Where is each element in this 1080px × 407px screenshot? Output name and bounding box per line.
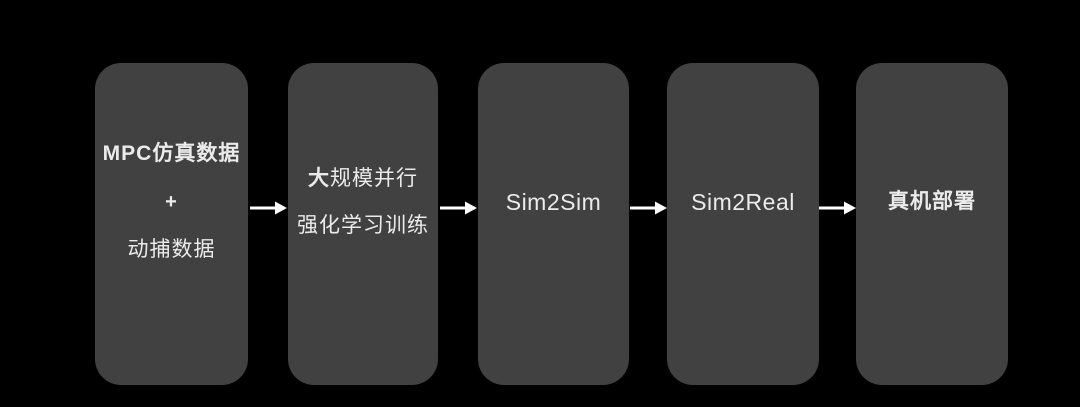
flow-node-training-data: MPC仿真数据 + 动捕数据 [95, 63, 248, 385]
node-content: Sim2Real [667, 63, 819, 385]
node-label-real-robot-deployment: 真机部署 [888, 190, 976, 213]
node-line-mocap-data: 动捕数据 [127, 238, 216, 261]
plus-sign: + [165, 191, 178, 213]
rest-text: 规模并行 [330, 167, 418, 190]
node-line-rl-training: 强化学习训练 [297, 214, 429, 237]
node-content: Sim2Sim [478, 63, 629, 385]
node-line-mpc-sim-data: MPC仿真数据 [102, 142, 241, 165]
flow-node-real-robot-deployment: 真机部署 [856, 63, 1008, 385]
node-content: 真机部署 [856, 63, 1008, 385]
node-label-sim2real: Sim2Real [691, 189, 795, 215]
node-label-sim2sim: Sim2Sim [505, 189, 602, 215]
flow-node-sim2sim: Sim2Sim [478, 63, 629, 385]
node-content: 大规模并行 强化学习训练 [288, 63, 438, 385]
flow-arrow-icon [249, 200, 287, 216]
flow-arrow-icon [629, 200, 667, 216]
flow-arrow-icon [439, 200, 477, 216]
flow-node-sim2real: Sim2Real [667, 63, 819, 385]
flow-node-parallel-rl-training: 大规模并行 强化学习训练 [288, 63, 438, 385]
node-line-large-scale-parallel: 大规模并行 [308, 155, 418, 202]
flow-arrow-icon [818, 200, 856, 216]
node-content: MPC仿真数据 + 动捕数据 [95, 63, 248, 385]
emphasis-text: 大 [308, 167, 330, 190]
